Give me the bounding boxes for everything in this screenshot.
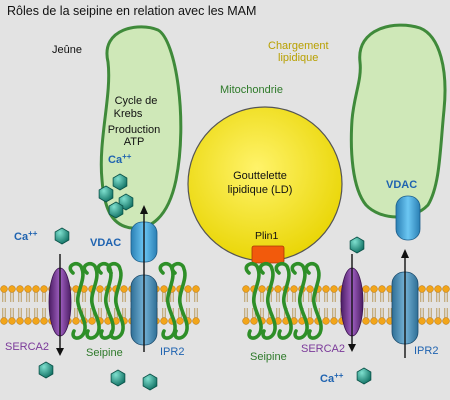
seipine-left-4 [106,261,125,340]
seipine-right-5 [304,261,323,340]
vdac-label-left: VDAC [90,237,121,249]
vdac-label-right: VDAC [386,179,417,191]
calcium-flux-arrowhead-left [140,205,148,214]
seipine-right-3 [274,261,293,340]
calcium-ion-4 [108,201,124,219]
ipr2-label-right: IPR2 [414,345,438,357]
seipine-right-4 [290,261,309,340]
calcium-ion-2 [98,185,114,203]
seipine-label-right: Seipine [250,351,287,363]
seipine-left-1 [68,261,87,340]
state-label-jeune: Jeûne [52,44,82,56]
calcium-ion-8 [142,373,158,391]
state-label-chargement-line-1: Chargement [268,40,329,52]
calcium-label-right: Ca++ [320,371,344,385]
mito-text-line-1: Cycle de [115,95,158,107]
seipine-right-2 [258,261,277,340]
seipine-left-3 [96,261,115,340]
plin1-label: Plin1 [255,230,279,242]
mito-text-line-4: ATP [124,136,145,148]
serca2-label-right: SERCA2 [301,343,345,355]
calcium-label-left: Ca++ [14,229,38,243]
seipine-left-6 [170,261,189,340]
mito-text-line-2: Krebs [114,108,143,120]
calcium-ion-7 [38,361,54,379]
mito-calcium-label: Ca++ [108,152,132,166]
seipine-left-2 [82,261,101,340]
seipine-label-left: Seipine [86,347,123,359]
seipine-left-5 [158,261,177,340]
diagram-title: Rôles de la seipine en relation avec les… [7,4,256,18]
state-label-chargement-line-2: lipidique [278,52,318,64]
calcium-ions [38,173,372,391]
ipr2-label-left: IPR2 [160,346,184,358]
plin1-protein [251,245,285,264]
mitochondrie-label: Mitochondrie [220,84,283,96]
calcium-ion-10 [356,367,372,385]
calcium-ion-9 [349,236,365,254]
calcium-ion-5 [54,227,70,245]
lipid-droplet-label-line-2: lipidique (LD) [228,184,293,196]
mito-text-line-3: Production [108,124,161,136]
calcium-ion-6 [110,369,126,387]
seipine-proteins [68,261,323,340]
serca2-right-arrowhead [348,344,356,352]
serca2-label-left: SERCA2 [5,341,49,353]
calcium-flux-arrowhead-right [401,249,409,258]
mitochondrion-right [349,23,447,219]
vdac-right [395,195,421,241]
lipid-droplet-label-line-1: Gouttelette [233,170,287,182]
serca2-left-arrowhead [56,348,64,356]
calcium-ion-1 [112,173,128,191]
seipine-right-1 [244,261,263,340]
